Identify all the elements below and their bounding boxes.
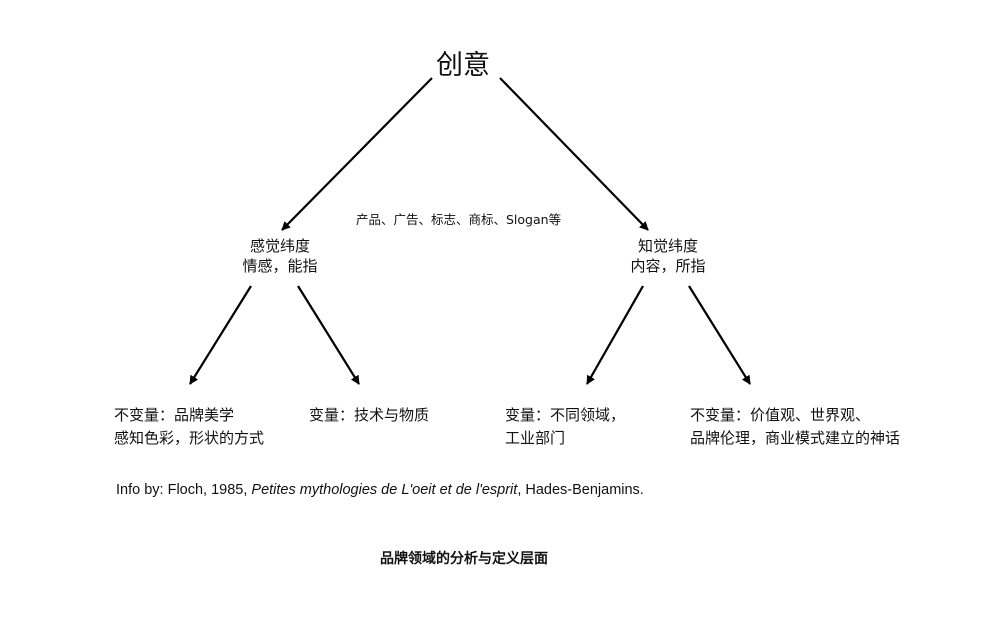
leaf-line: 不变量：品牌美学 [114,406,235,424]
arrow-left-to-leaf-2 [297,285,360,385]
examples-label: 产品、广告、标志、商标、Slogan等 [356,212,562,227]
leaf-node-industries: 变量：不同领域， 工业部门 [505,404,625,449]
left-dimension-subtitle: 情感，能指 [242,257,318,276]
figure-caption: 品牌领域的分析与定义层面 [380,551,548,567]
arrow-left-to-leaf-1 [189,285,252,385]
leaf-line: 变量：技术与物质 [309,406,430,424]
arrow-right-to-leaf-3 [586,285,644,385]
right-dimension-subtitle: 内容，所指 [630,257,706,276]
arrow-right-to-leaf-4 [688,285,751,385]
leaf-line: 感知色彩，形状的方式 [114,428,265,447]
citation-title: Petites mythologies de L'oeit et de l'es… [251,482,518,498]
left-dimension-node: 感觉纬度 情感，能指 [220,236,340,277]
arrow-root-to-right [499,77,649,231]
leaf-line: 变量：不同领域， [505,406,626,424]
right-dimension-title: 知觉纬度 [637,237,698,255]
left-dimension-title: 感觉纬度 [249,237,310,255]
citation: Info by: Floch, 1985, Petites mythologie… [116,481,644,501]
leaf-line: 工业部门 [505,428,566,447]
root-node: 创意 [436,50,490,81]
citation-suffix: , Hades-Benjamins. [517,482,644,498]
arrow-root-to-left [281,77,433,231]
citation-prefix: Info by: Floch, 1985, [116,482,252,498]
leaf-line: 不变量：价值观、世界观、 [690,406,871,424]
leaf-node-aesthetics: 不变量：品牌美学 感知色彩，形状的方式 [114,404,264,449]
right-dimension-node: 知觉纬度 内容，所指 [608,236,728,277]
leaf-node-technology: 变量：技术与物质 [309,404,429,427]
leaf-node-values: 不变量：价值观、世界观、 品牌伦理，商业模式建立的神话 [690,404,900,449]
leaf-line: 品牌伦理，商业模式建立的神话 [690,428,901,447]
